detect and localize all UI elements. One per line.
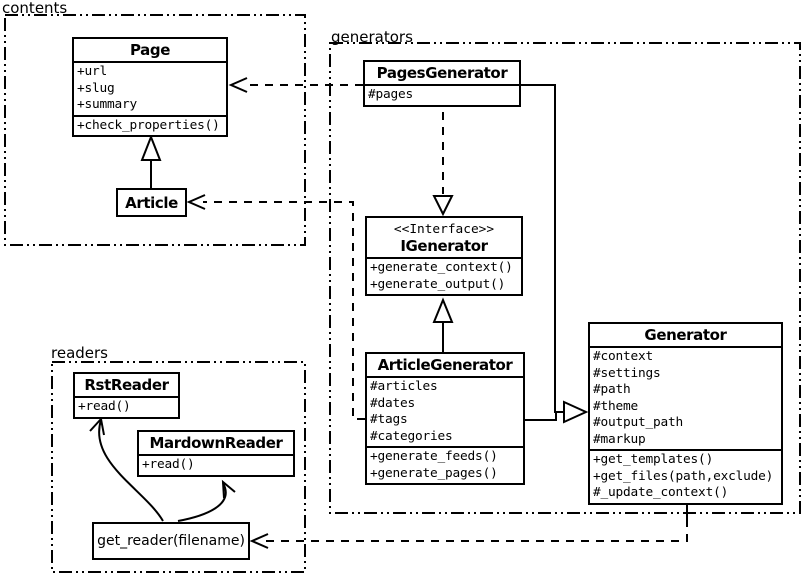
attribute: +url: [77, 64, 108, 79]
attribute: +summary: [77, 97, 138, 112]
method: +generate_pages(): [370, 465, 498, 481]
class-igenerator-stereotype: <<Interface>>: [393, 222, 495, 237]
class-igenerator-title: <<Interface>> IGenerator: [367, 218, 521, 259]
class-article: Article: [116, 188, 187, 217]
attribute: #context: [593, 349, 654, 364]
method: +generate_context(): [370, 260, 513, 275]
package-label-generators: generators: [331, 28, 413, 46]
class-page-attributes: +url +slug +summary: [74, 63, 226, 115]
class-generator: Generator #context #settings #path #them…: [588, 322, 783, 505]
attribute: #tags: [370, 412, 408, 427]
class-generator-methods: +get_templates() +get_files(path,exclude…: [590, 449, 781, 503]
attribute: #settings: [593, 365, 661, 381]
class-articlegenerator-title: ArticleGenerator: [367, 354, 523, 378]
edge-pagesgenerator-implements-igenerator: [432, 112, 454, 217]
attribute: #articles: [370, 379, 438, 394]
attribute: +slug: [77, 80, 115, 96]
edge-article-extends-page: [140, 134, 162, 188]
class-mardownreader-methods: +read(): [139, 456, 293, 475]
class-page-title: Page: [74, 39, 226, 63]
class-rstreader: RstReader +read(): [73, 372, 180, 419]
class-generator-title: Generator: [590, 324, 781, 348]
attribute: #output_path: [593, 415, 684, 430]
class-igenerator: <<Interface>> IGenerator +generate_conte…: [365, 216, 523, 296]
class-page: Page +url +slug +summary +check_properti…: [72, 37, 228, 137]
package-generators-border: [329, 42, 801, 514]
edge-articlegenerator-extends-generator: [525, 400, 589, 424]
class-articlegenerator: ArticleGenerator #articles #dates #tags …: [365, 352, 525, 485]
class-igenerator-methods: +generate_context() +generate_output(): [367, 259, 521, 294]
edge-generator-uses-getreader: [249, 503, 688, 549]
class-igenerator-name: IGenerator: [400, 237, 488, 255]
function-get-reader-label: get_reader(filename): [97, 533, 245, 549]
class-mardownreader: MardownReader +read(): [137, 430, 295, 477]
method: +generate_feeds(): [370, 449, 498, 464]
class-mardownreader-title: MardownReader: [139, 432, 293, 456]
edge-articlegenerator-uses-article: [186, 194, 365, 420]
edge-pagesgenerator-uses-page: [228, 77, 363, 93]
method: +check_properties(): [77, 117, 220, 133]
edge-pagesgenerator-extends-generator: [521, 84, 564, 413]
method: +read(): [78, 399, 131, 414]
attribute: #markup: [593, 431, 646, 447]
package-readers-border: [51, 361, 306, 573]
method: +read(): [142, 457, 195, 472]
class-articlegenerator-methods: +generate_feeds() +generate_pages(): [367, 446, 523, 483]
function-get-reader: get_reader(filename): [92, 522, 250, 560]
package-contents-border: [4, 14, 306, 246]
method: +get_templates(): [593, 452, 714, 467]
class-rstreader-methods: +read(): [75, 398, 178, 417]
package-label-readers: readers: [51, 344, 108, 362]
edge-getreader-creates-mardownreader: [177, 479, 236, 522]
attribute: #categories: [370, 428, 453, 444]
class-rstreader-title: RstReader: [75, 374, 178, 398]
attribute: #pages: [368, 87, 414, 102]
attribute: #theme: [593, 398, 639, 414]
method: +generate_output(): [370, 276, 506, 292]
attribute: #path: [593, 382, 631, 397]
class-articlegenerator-attributes: #articles #dates #tags #categories: [367, 378, 523, 446]
class-pagesgenerator: PagesGenerator #pages: [363, 60, 521, 107]
method: +get_files(path,exclude): [593, 468, 774, 484]
edge-getreader-creates-rstreader: [89, 416, 164, 522]
method: #_update_context(): [593, 485, 729, 500]
class-pagesgenerator-attributes: #pages: [365, 86, 519, 105]
class-generator-attributes: #context #settings #path #theme #output_…: [590, 348, 781, 449]
class-article-title: Article: [125, 193, 178, 212]
package-label-contents: contents: [2, 0, 68, 17]
class-page-methods: +check_properties(): [74, 114, 226, 136]
class-pagesgenerator-title: PagesGenerator: [365, 62, 519, 86]
edge-articlegenerator-extends-igenerator: [432, 297, 454, 352]
attribute: #dates: [370, 395, 416, 411]
